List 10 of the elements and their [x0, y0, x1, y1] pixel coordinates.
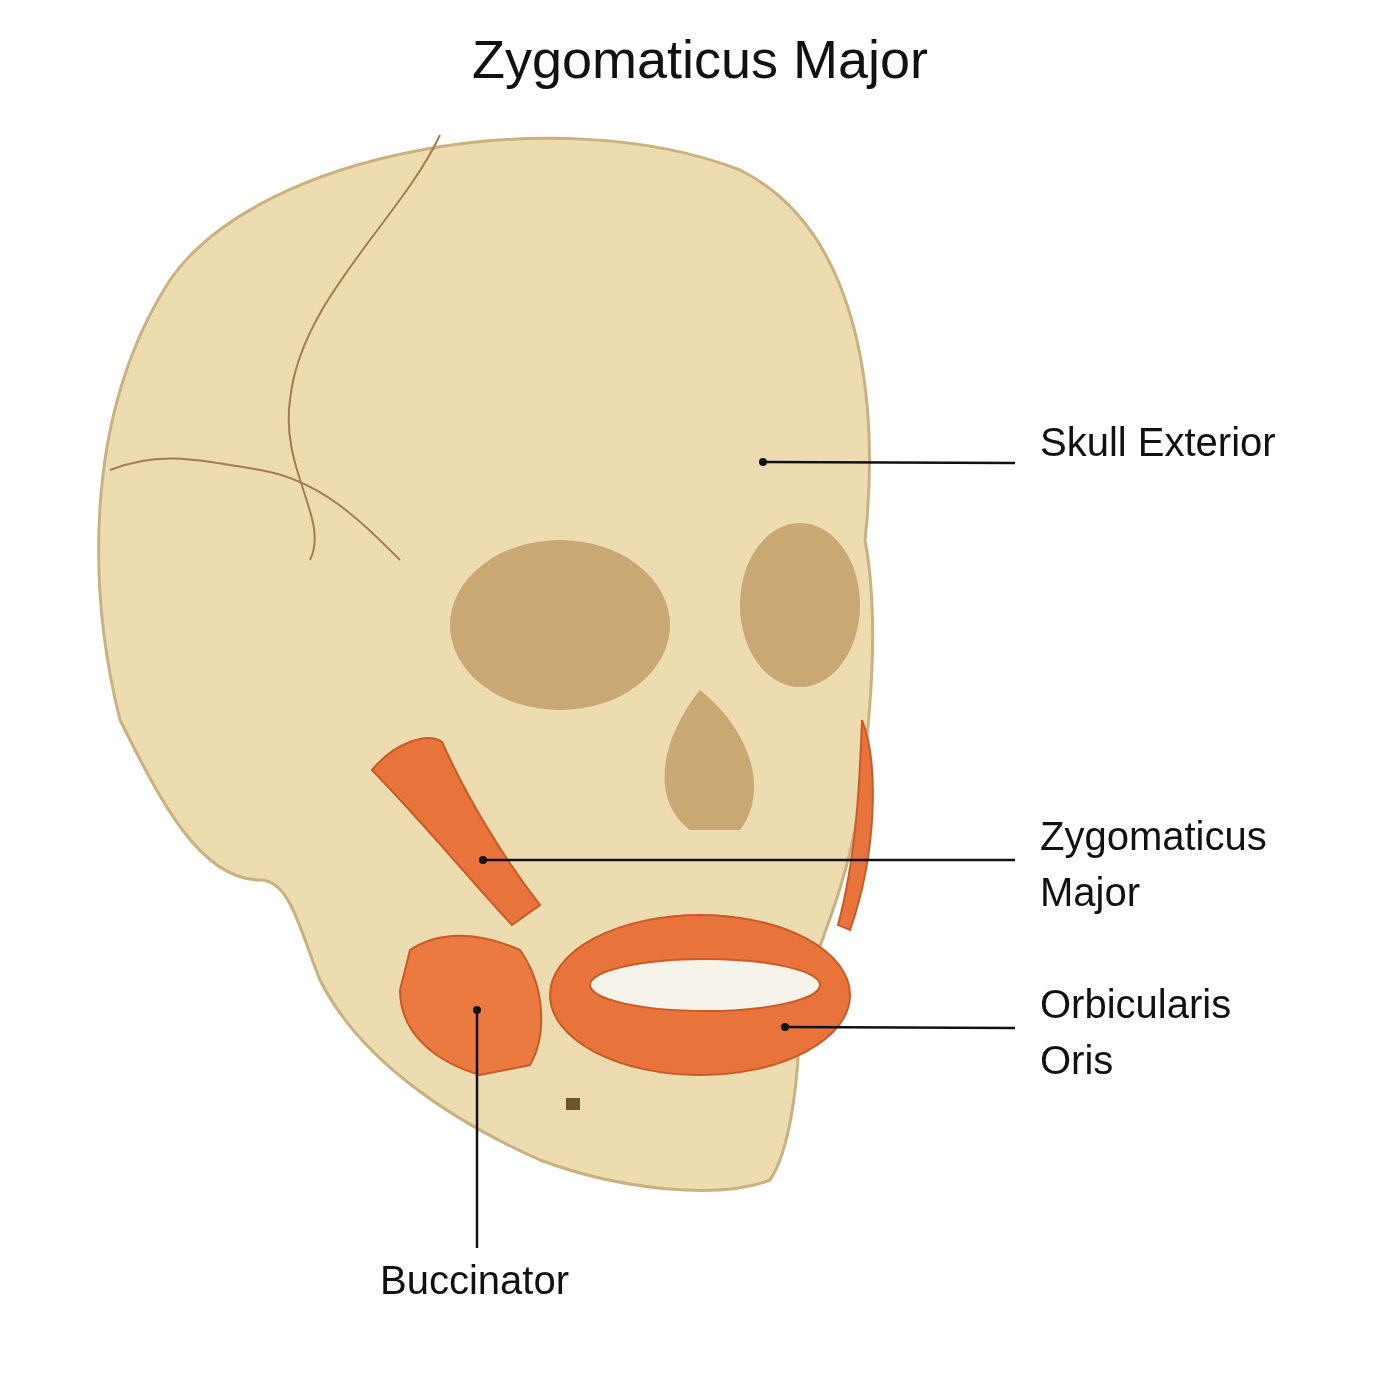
diagram-title: Zygomaticus Major [470, 28, 930, 90]
leader-line [479, 856, 1015, 864]
leader-line [781, 1023, 1015, 1031]
skull-drawing [97, 134, 875, 1192]
part-label: Skull Exterior [1040, 414, 1280, 470]
leader-line [473, 1006, 481, 1248]
part-label: Orbicularis Oris [1040, 976, 1280, 1088]
part-label: Buccinator [380, 1252, 680, 1308]
leader-line [759, 458, 1015, 466]
part-label: Zygomaticus Major [1040, 808, 1280, 920]
